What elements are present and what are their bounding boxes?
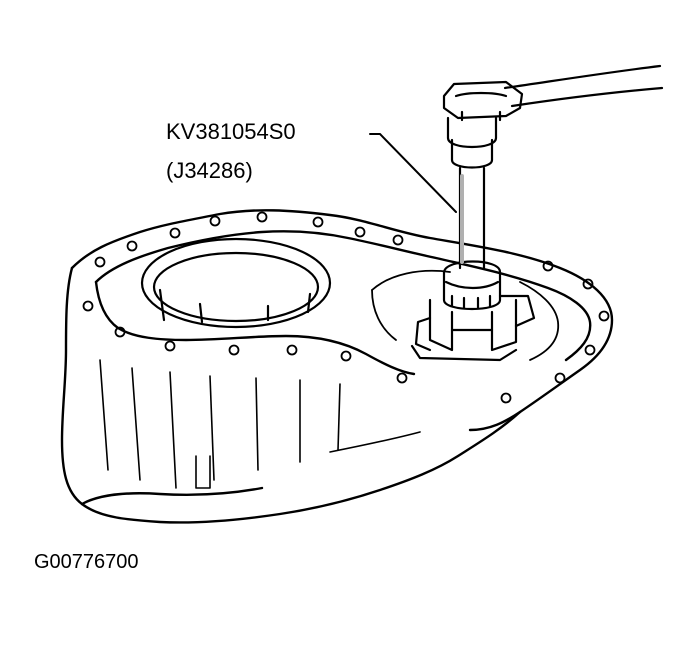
puller-tool	[410, 64, 664, 362]
tool-code-label: KV381054S0	[166, 119, 296, 144]
bore-opening	[140, 237, 332, 329]
case-ribs	[99, 359, 421, 489]
inner-chamber	[371, 269, 560, 361]
callout-leader-line	[369, 133, 457, 213]
case-body	[60, 209, 614, 524]
figure-id-label: G00776700	[34, 551, 139, 573]
alt-code-label: (J34286)	[166, 158, 253, 183]
flange-bolt-holes	[82, 211, 610, 404]
